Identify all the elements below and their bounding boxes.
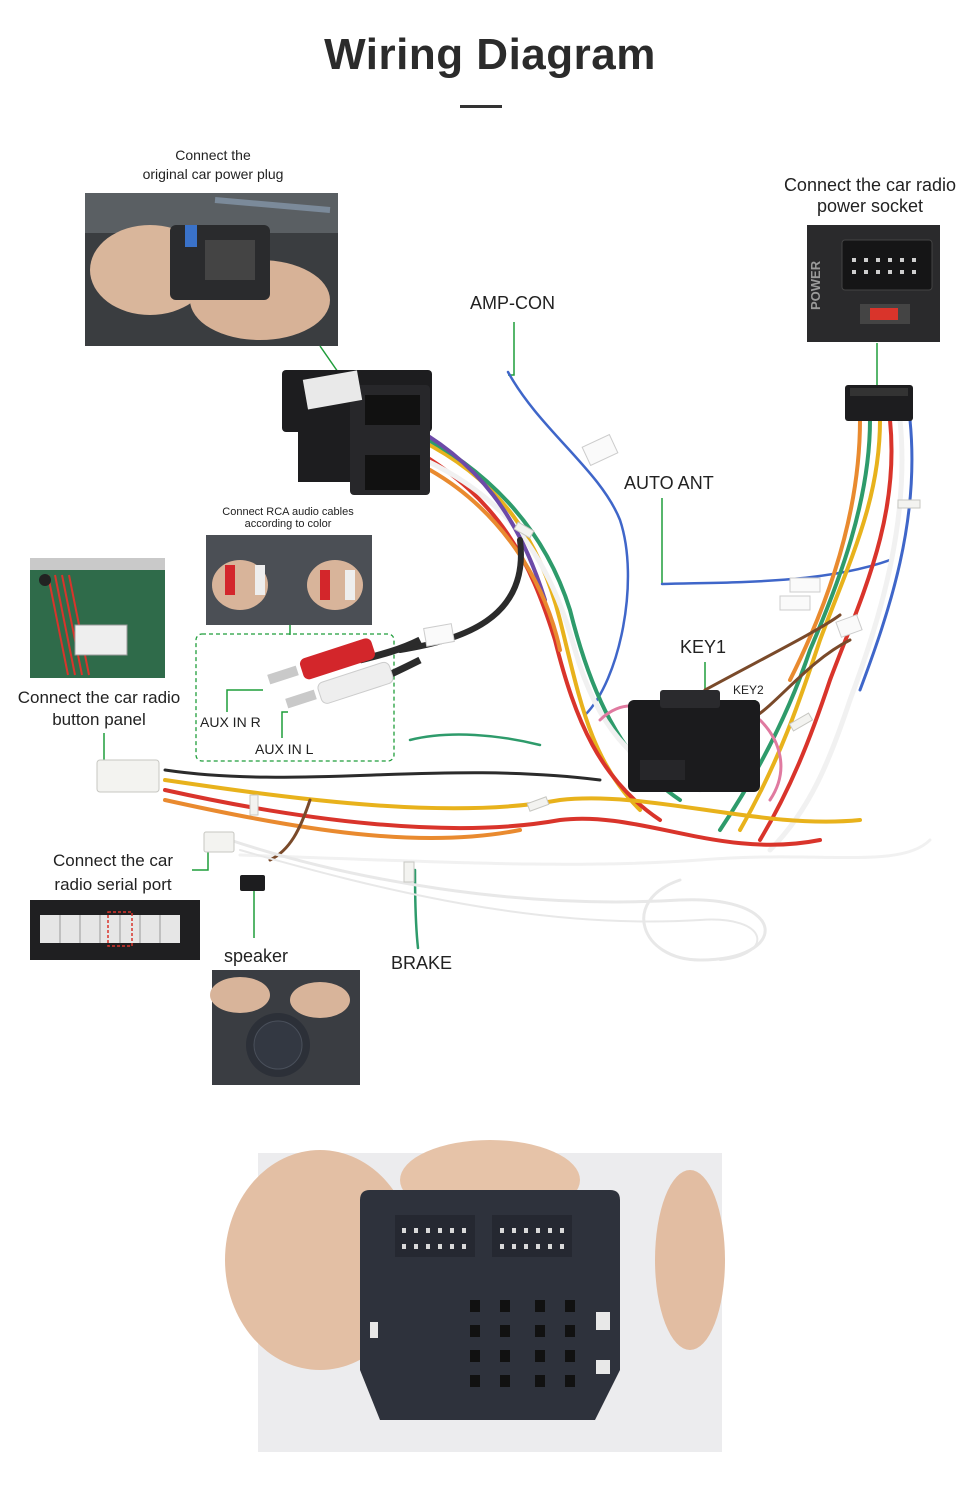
speaker-connector [240, 875, 265, 891]
label-brake: BRAKE [391, 953, 453, 973]
wire-tags [423, 433, 863, 647]
serial-connector [203, 831, 235, 853]
photo-speaker [210, 970, 360, 1085]
button-panel-connector [96, 759, 160, 793]
power-socket-connector [845, 385, 913, 421]
filter-box [628, 690, 760, 792]
photo-power-socket [807, 225, 940, 342]
title-underline [460, 105, 502, 108]
label-rca-note: Connect RCA audio cables according to co… [222, 506, 354, 530]
label-auto-ant: AUTO ANT [624, 473, 714, 493]
rca-dashed-box [195, 633, 395, 762]
wire-harness [163, 370, 932, 962]
photo-connector-closeup [225, 1140, 725, 1452]
label-serial-port: Connect the car radio serial port [52, 851, 173, 894]
cable-ties [249, 499, 921, 883]
label-radio-power-socket: Connect the car radio power socket [783, 175, 957, 216]
photo-original-plug [85, 193, 338, 346]
photo-rca [206, 535, 372, 625]
label-key2: KEY2 [733, 683, 764, 697]
photo-serial-port [30, 900, 200, 960]
label-key1: KEY1 [680, 637, 727, 657]
main-connector-left [282, 370, 432, 495]
page-title: Wiring Diagram [324, 30, 656, 79]
label-aux-in-l: AUX IN L [255, 741, 314, 757]
label-speaker: speaker [224, 946, 289, 966]
rca-plugs [267, 636, 422, 709]
label-original-plug: Connect the original car power plug [142, 147, 284, 182]
label-amp-con: AMP-CON [470, 293, 555, 313]
photo-button-panel [30, 558, 165, 678]
power-text: POWER [808, 260, 823, 310]
label-aux-in-r: AUX IN R [200, 714, 261, 730]
label-button-panel: Connect the car radio button panel [17, 688, 181, 729]
